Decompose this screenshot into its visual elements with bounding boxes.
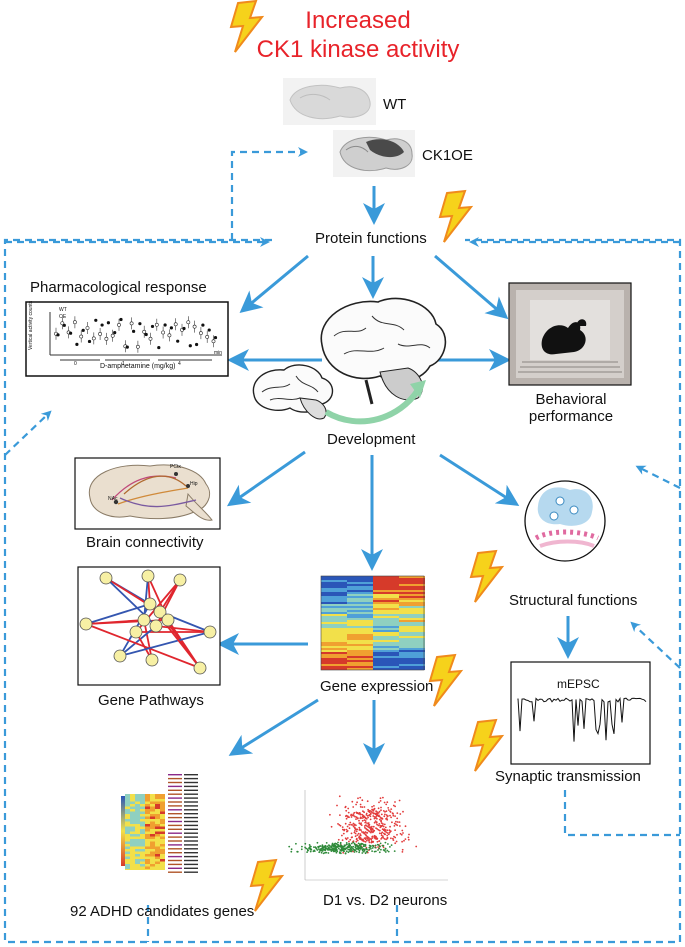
pharmacological-response-plot	[25, 301, 229, 377]
adhd-candidates-heatmap	[118, 771, 238, 893]
mepsc-label: mEPSC	[557, 677, 600, 691]
ck1oe-brain-slice-image	[333, 130, 415, 177]
pharm-unit: min	[214, 350, 223, 356]
title-line-2: CK1 kinase activity	[256, 36, 460, 63]
synapse-structure-illustration	[524, 480, 606, 562]
lightning-icon	[469, 549, 505, 603]
brain-connectivity-sketch	[74, 457, 221, 530]
gene-expression-heatmap	[320, 575, 425, 671]
mepsc-trace-panel	[510, 661, 651, 765]
gene-pathway-network	[77, 566, 221, 686]
d1-d2-scatter-plot	[288, 775, 452, 886]
lightning-icon	[438, 189, 474, 243]
gene-expression-label: Gene expression	[320, 678, 434, 695]
pharm-ylabel: Vertical activity counts	[28, 300, 34, 350]
wt-label: WT	[383, 96, 407, 113]
region-nac: NAc	[108, 496, 118, 502]
behavioral-cage-photo	[508, 282, 632, 386]
pharm-dose-0: 0	[74, 361, 77, 367]
pharm-xlabel: D-amphetamine (mg/kg)	[100, 363, 176, 370]
title-line-1: Increased	[305, 7, 411, 34]
behavioral-performance-line-2: performance	[528, 408, 614, 425]
brain-connectivity-label: Brain connectivity	[86, 534, 204, 551]
behavioral-performance-label: Behavioral performance	[526, 391, 616, 425]
behavioral-performance-line-1: Behavioral	[535, 391, 607, 408]
pharm-legend-wt: WT	[59, 307, 67, 313]
brain-development-illustration	[252, 297, 447, 425]
region-hip: Hip	[190, 481, 198, 487]
region-pctx: PCtx	[170, 464, 181, 470]
main-title: Increased CK1 kinase activity	[228, 6, 488, 64]
d1-d2-label: D1 vs. D2 neurons	[323, 892, 448, 909]
lightning-icon	[428, 653, 464, 707]
wt-brain-slice-image	[283, 78, 376, 125]
adhd-candidates-label: 92 ADHD candidates genes	[70, 903, 255, 920]
flow-arrows	[217, 186, 579, 765]
development-label: Development	[327, 431, 416, 448]
pharmacological-response-label: Pharmacological response	[30, 279, 207, 296]
structural-functions-label: Structural functions	[509, 592, 638, 609]
lightning-icon	[469, 718, 505, 772]
gene-pathways-label: Gene Pathways	[98, 692, 204, 709]
feedback-dashed-lines	[3, 147, 682, 944]
lightning-icon	[229, 0, 265, 53]
pharm-legend-oe: OE	[59, 314, 67, 320]
ck1oe-label: CK1OE	[422, 147, 473, 164]
pharm-dose-4: 4	[178, 361, 181, 367]
lightning-icon	[249, 858, 285, 912]
pharm-data-points	[54, 316, 218, 353]
protein-functions-label: Protein functions	[315, 230, 427, 247]
pharm-dose-1: 1	[122, 361, 125, 367]
synaptic-transmission-label: Synaptic transmission	[495, 768, 641, 785]
